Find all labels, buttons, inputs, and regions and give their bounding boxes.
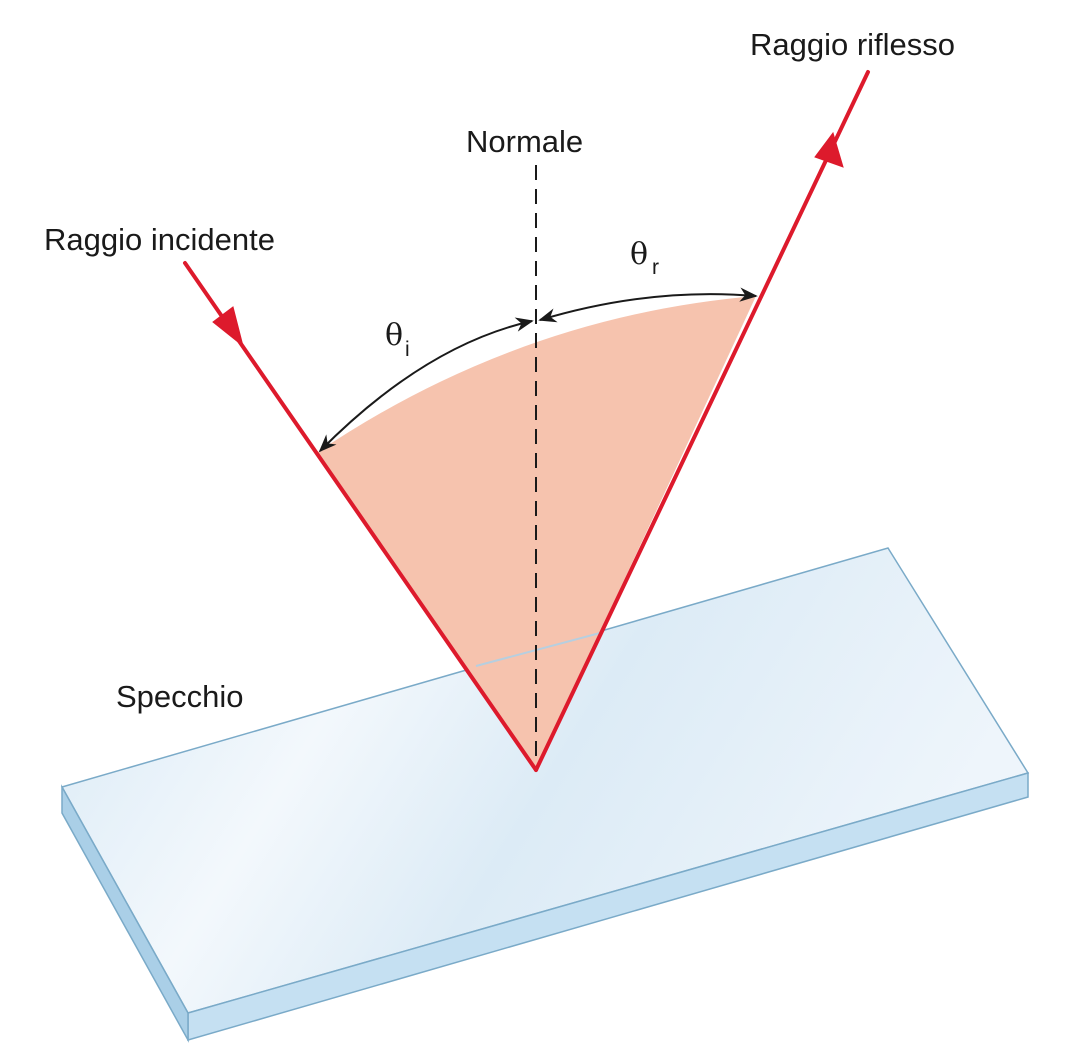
incident-ray (183, 261, 538, 772)
incidence-angle-arc (318, 317, 534, 453)
incident-ray-label: Raggio incidente (44, 222, 275, 257)
mirror-back-edge-through-wedge (475, 632, 601, 667)
reflection-angle-label: θ r (630, 237, 659, 279)
theta-i-symbol: θ (385, 318, 403, 353)
mirror-side-face (61, 784, 189, 1043)
incidence-angle-label: θ i (385, 318, 410, 361)
normal-label: Normale (466, 124, 583, 159)
reflected-ray (534, 70, 870, 772)
mirror (60, 547, 1030, 1043)
incident-arrowhead-icon (212, 306, 244, 348)
reflection-angle-arc (538, 287, 758, 323)
theta-r-symbol: θ (630, 237, 648, 272)
reflected-arrowhead-icon (814, 131, 844, 168)
reflected-ray-label: Raggio riflesso (750, 27, 955, 62)
mirror-label: Specchio (116, 679, 244, 714)
theta-r-subscript: r (652, 256, 659, 279)
theta-i-subscript: i (405, 338, 410, 361)
